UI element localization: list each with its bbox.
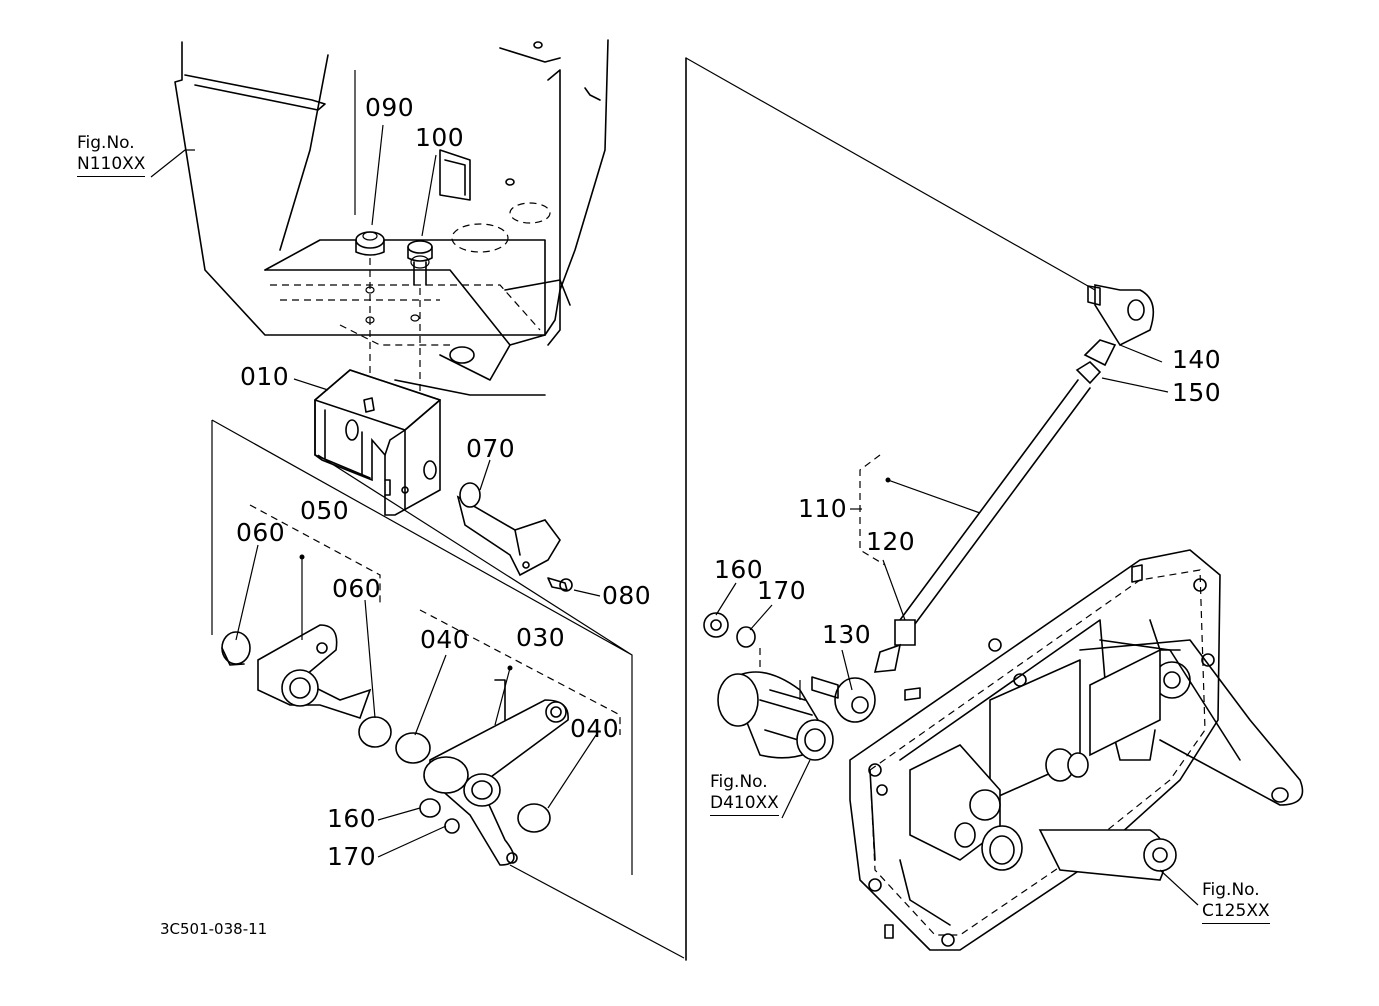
pin-070 xyxy=(456,482,561,577)
figure-ref-c125-code: C125XX xyxy=(1202,901,1270,924)
figure-ref-n110: Fig.No. N110XX xyxy=(77,133,146,177)
figure-ref-d410: Fig.No. D410XX xyxy=(710,772,779,816)
callout-050: 050 xyxy=(300,496,350,525)
figure-ref-d410-prefix: Fig.No. xyxy=(710,772,768,792)
callout-160-right: 160 xyxy=(714,555,764,584)
callout-080: 080 xyxy=(602,581,652,610)
callout-060-left: 060 xyxy=(236,518,286,547)
callout-120: 120 xyxy=(866,527,916,556)
callout-100: 100 xyxy=(415,123,465,152)
leader-lines xyxy=(150,124,1199,906)
callout-040-left: 040 xyxy=(420,625,470,654)
callout-040-right: 040 xyxy=(570,714,620,743)
callout-150: 150 xyxy=(1172,378,1222,407)
callout-060-right: 060 xyxy=(332,574,382,603)
callout-090: 090 xyxy=(365,93,415,122)
bracket-010 xyxy=(314,369,441,516)
callout-070: 070 xyxy=(466,434,516,463)
callout-110: 110 xyxy=(798,494,848,523)
rod-assembly-110 xyxy=(811,284,1155,723)
gear-case-c125 xyxy=(849,549,1304,951)
callout-170-right: 170 xyxy=(757,576,807,605)
arm-030 xyxy=(419,679,569,866)
bolt-100 xyxy=(407,240,433,410)
callout-140: 140 xyxy=(1172,345,1222,374)
figure-ref-n110-code: N110XX xyxy=(77,154,146,177)
callout-160-left: 160 xyxy=(327,804,377,833)
figure-ref-n110-prefix: Fig.No. xyxy=(77,133,135,153)
figure-ref-d410-code: D410XX xyxy=(710,793,779,816)
callout-010: 010 xyxy=(240,362,290,391)
callout-130: 130 xyxy=(822,620,872,649)
callout-030: 030 xyxy=(516,623,566,652)
bolt-080 xyxy=(547,577,573,592)
figure-ref-c125-prefix: Fig.No. xyxy=(1202,880,1260,900)
diagram-code: 3C501-038-11 xyxy=(160,920,268,938)
figure-ref-c125: Fig.No. C125XX xyxy=(1202,880,1270,924)
arm-050 xyxy=(221,624,431,764)
callout-170-left: 170 xyxy=(327,842,377,871)
shaft-d410 xyxy=(717,648,834,761)
